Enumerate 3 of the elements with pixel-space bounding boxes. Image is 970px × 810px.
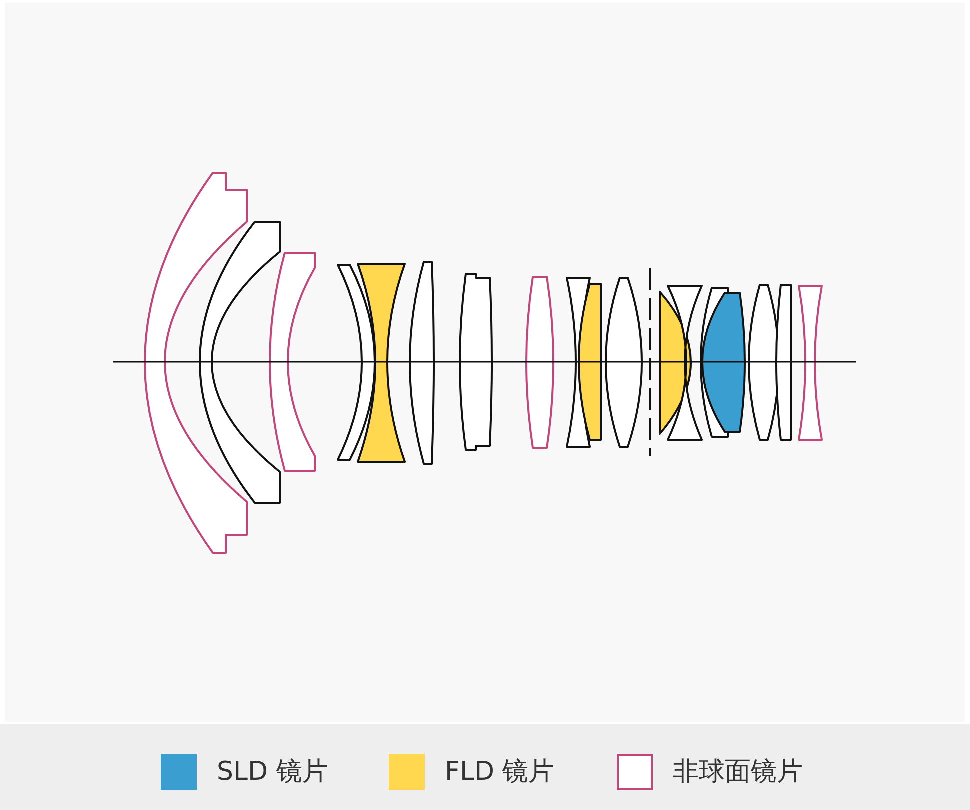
legend-label: SLD 镜片: [217, 756, 328, 788]
legend-label: 非球面镜片: [673, 756, 803, 788]
legend-label: FLD 镜片: [445, 756, 555, 788]
